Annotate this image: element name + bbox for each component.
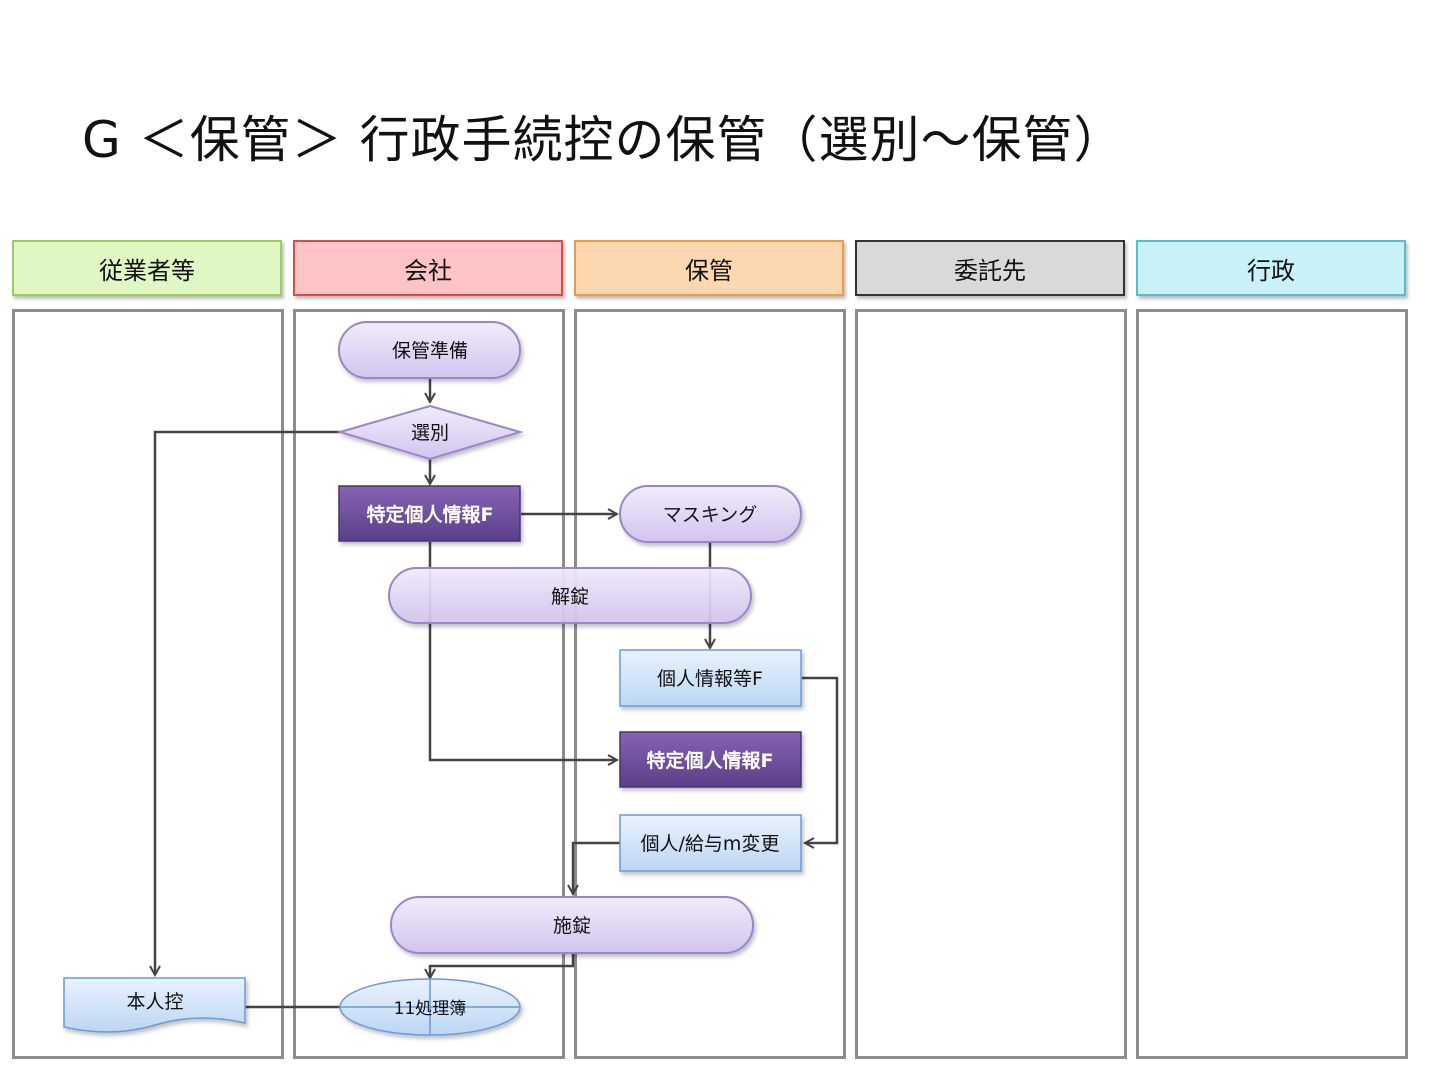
lane-header-contractor: 委託先 (855, 240, 1125, 296)
node-salary (619, 814, 802, 872)
lane-body-employees (12, 309, 284, 1059)
node-prep (338, 321, 521, 379)
node-copy-label: 本人控 (126, 991, 183, 1013)
node-unlock-label: 解錠 (551, 586, 589, 608)
lane-header-label: 委託先 (954, 256, 1026, 285)
lane-body-government (1136, 309, 1408, 1059)
connector-lock-ledger (430, 953, 575, 978)
node-salary-label: 個人/給与m変更 (641, 833, 780, 855)
node-specific-company-label: 特定個人情報F (367, 503, 494, 526)
node-copy (63, 977, 246, 1033)
node-lock-label: 施錠 (553, 915, 591, 937)
node-specific-storage (619, 731, 802, 788)
lane-body-contractor (855, 309, 1127, 1059)
node-lock (390, 896, 754, 954)
node-ledger-label: 11処理簿 (394, 999, 467, 1019)
node-prep-label: 保管準備 (392, 340, 468, 362)
lane-header-employees: 従業者等 (12, 240, 282, 296)
lane-header-label: 従業者等 (99, 256, 195, 285)
node-select-label: 選別 (411, 422, 449, 444)
connector-select-copy (155, 430, 340, 975)
node-personal (619, 649, 802, 707)
connector-salary-lock (573, 841, 620, 894)
page-title: G ＜保管＞ 行政手続控の保管（選別～保管） (82, 111, 1125, 169)
lane-header-label: 行政 (1247, 256, 1295, 285)
node-specific-storage-label: 特定個人情報F (647, 749, 774, 772)
lane-header-storage: 保管 (574, 240, 844, 296)
node-personal-label: 個人情報等F (657, 668, 763, 690)
node-masking (619, 485, 802, 543)
node-masking-label: マスキング (663, 504, 757, 526)
lane-header-government: 行政 (1136, 240, 1406, 296)
connector-personal-salary (802, 676, 839, 843)
lane-header-label: 保管 (685, 256, 733, 285)
lane-header-label: 会社 (404, 256, 452, 285)
node-select (336, 404, 524, 461)
lane-header-company: 会社 (293, 240, 563, 296)
node-unlock (388, 567, 752, 624)
node-specific-company (338, 485, 521, 542)
